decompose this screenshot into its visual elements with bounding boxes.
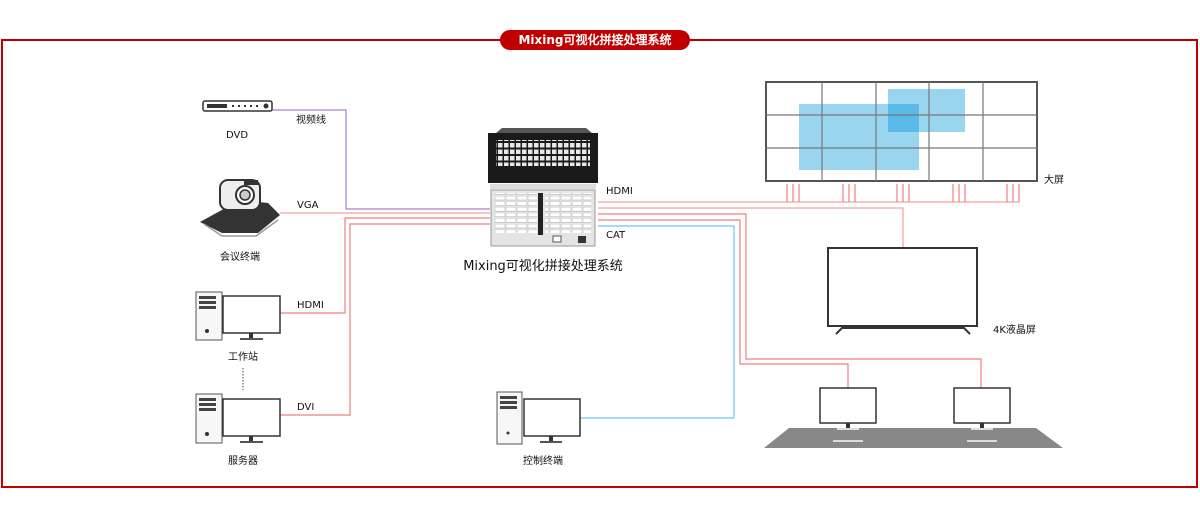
server-label: 服务器 — [228, 454, 258, 467]
label-hdmi-in: HDMI — [297, 300, 324, 311]
label-cat: CAT — [606, 230, 626, 241]
control-terminal-icon — [496, 391, 581, 445]
tv-4k-label: 4K液晶屏 — [993, 323, 1036, 336]
label-video-cable: 视频线 — [296, 113, 326, 126]
operator-desk-icon — [764, 387, 1063, 448]
control-terminal-label: 控制终端 — [523, 454, 563, 467]
dvd-player-icon — [202, 100, 273, 112]
conference-camera-icon — [200, 179, 280, 237]
workstation-label: 工作站 — [228, 350, 258, 363]
wire-desk-monitor-left — [598, 219, 849, 388]
label-vga: VGA — [297, 200, 319, 211]
mixing-processor-icon — [488, 128, 598, 247]
label-dvi: DVI — [297, 402, 314, 413]
wall-drop-lines — [786, 184, 1020, 202]
input-wires — [272, 109, 490, 416]
wire-desk-monitor-right — [598, 213, 982, 388]
video-wall-label: 大屏 — [1044, 173, 1064, 186]
title-badge — [500, 30, 690, 50]
conference-label: 会议终端 — [220, 250, 260, 263]
wire-hdmi-in — [280, 217, 490, 314]
label-hdmi-out: HDMI — [606, 186, 633, 197]
diagram-title: Mixing可视化拼接处理系统 — [518, 32, 671, 47]
tv-4k-icon — [827, 247, 978, 335]
wire-dvi — [280, 223, 490, 416]
output-wires — [580, 184, 1020, 419]
workstation-icon — [195, 291, 281, 341]
processor-caption: Mixing可视化拼接处理系统 — [463, 258, 623, 274]
wire-cat — [580, 225, 735, 419]
video-wall-icon — [765, 81, 1038, 182]
dvd-label: DVD — [226, 130, 248, 141]
server-icon — [195, 393, 281, 444]
wire-video-cable — [272, 109, 490, 210]
wire-4k-tv — [598, 207, 904, 248]
